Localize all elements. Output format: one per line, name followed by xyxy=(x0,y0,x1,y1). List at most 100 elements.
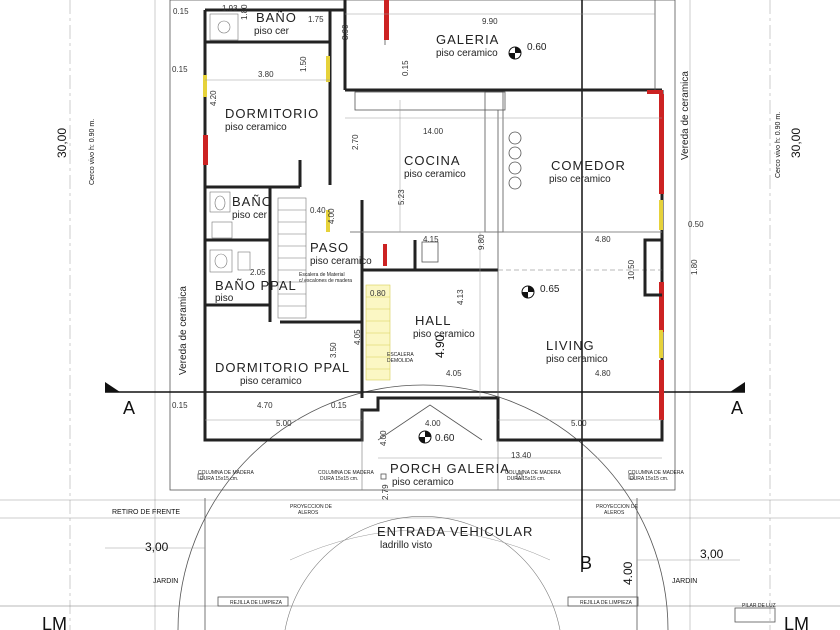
proyeccion-left-2: ALEROS xyxy=(298,510,319,516)
dim: 1.50 xyxy=(299,56,308,72)
columna-2a: COLUMNA DE MADERA xyxy=(318,470,375,476)
dim: 2.05 xyxy=(250,268,266,277)
dim: 0.15 xyxy=(172,65,188,74)
room-porch-name: PORCH GALERIA xyxy=(390,461,510,476)
bay-window xyxy=(643,238,662,297)
exterior-walls xyxy=(203,0,664,442)
rejilla-right-box xyxy=(567,596,639,607)
dim: 1.80 xyxy=(690,259,699,275)
dim: 2.70 xyxy=(351,134,360,150)
dim: 2.79 xyxy=(381,484,390,500)
room-cocina-name: COCINA xyxy=(404,153,461,168)
dim: 4.00 xyxy=(327,208,336,224)
dim: 4.90 xyxy=(433,334,447,358)
vereda-right: Vereda de ceramica xyxy=(680,71,691,160)
dim: 4.00 xyxy=(379,430,388,446)
retiro-label: RETIRO DE FRENTE xyxy=(112,509,180,516)
dim: 0.15 xyxy=(172,401,188,410)
room-dormitorio-ppal-name: DORMITORIO PPAL xyxy=(215,360,350,375)
dimension-lines xyxy=(105,13,740,561)
room-hall-floor: piso ceramico xyxy=(413,329,475,340)
dim: 5.23 xyxy=(397,189,406,205)
room-comedor-floor: piso ceramico xyxy=(549,174,611,185)
dim: 4.80 xyxy=(595,235,611,244)
section-b: B xyxy=(580,553,592,573)
cerco-left: Cerco vivo h: 0.90 m. xyxy=(89,119,96,185)
room-living-name: LIVING xyxy=(546,338,595,353)
stairs xyxy=(277,197,391,381)
room-bano-mid-name: BAÑO xyxy=(232,194,273,209)
dim: 3.90 xyxy=(341,24,350,40)
vereda-left: Vereda de ceramica xyxy=(178,286,189,375)
jardin-right: JARDIN xyxy=(672,578,697,585)
escalera-demolida-1: ESCALERA xyxy=(387,352,414,358)
dim: 5.00 xyxy=(276,419,292,428)
room-bano-mid-floor: piso cer xyxy=(232,210,268,221)
dim: 0.50 xyxy=(688,220,704,229)
dim: 10.50 xyxy=(627,259,636,280)
section-a-right-arrow xyxy=(730,382,745,392)
room-bano-ppal-name: BAÑO PPAL xyxy=(215,278,297,293)
dim: 9.90 xyxy=(482,17,498,26)
bathroom-fixtures xyxy=(209,13,251,273)
dim: 4.00 xyxy=(425,419,441,428)
dim: 0.40 xyxy=(310,206,326,215)
level-porch: 0.60 xyxy=(435,433,455,444)
window-marks xyxy=(203,0,664,420)
room-bano-ppal-floor: piso xyxy=(215,293,234,304)
room-porch-floor: piso ceramico xyxy=(392,477,454,488)
dim: 4.05 xyxy=(353,329,362,345)
columna-1a: COLUMNA DE MADERA xyxy=(198,470,255,476)
dim: 13.40 xyxy=(511,451,532,460)
columna-2b: DURA 15x15 cm. xyxy=(320,476,358,482)
columna-3a: COLUMNA DE MADERA xyxy=(505,470,562,476)
dim: 4.05 xyxy=(446,369,462,378)
proyeccion-right-2: ALEROS xyxy=(604,510,625,516)
retiro-right-dim: 3,00 xyxy=(700,547,724,561)
room-dormitorio-name: DORMITORIO xyxy=(225,106,319,121)
proyeccion-right-1: PROYECCION DE xyxy=(596,504,639,510)
room-hall-name: HALL xyxy=(415,313,452,328)
rejilla-left: REJILLA DE LIMPIEZA xyxy=(230,600,283,606)
lot-depth-left: 30,00 xyxy=(55,128,69,158)
room-dormitorio-floor: piso ceramico xyxy=(225,122,287,133)
room-galeria-floor: piso ceramico xyxy=(436,48,498,59)
room-comedor-name: COMEDOR xyxy=(551,158,626,173)
dim: 4.80 xyxy=(595,369,611,378)
dim: 0.80 xyxy=(370,289,386,298)
dim: 4.70 xyxy=(257,401,273,410)
dim: 0.15 xyxy=(401,60,410,76)
dim: 14.00 xyxy=(423,127,444,136)
columna-1b: DURA 15x15 cm. xyxy=(200,476,238,482)
dim: 0.15 xyxy=(331,401,347,410)
dim: 3.50 xyxy=(329,342,338,358)
porch-roof xyxy=(197,404,635,490)
level-galeria: 0.60 xyxy=(527,42,547,53)
dim: 9.80 xyxy=(477,234,486,250)
room-bano-top-floor: piso cer xyxy=(254,26,290,37)
room-dormitorio-ppal-floor: piso ceramico xyxy=(240,376,302,387)
room-bano-top-name: BAÑO xyxy=(256,10,297,25)
escalera-demolida-2: DEMOLIDA xyxy=(387,358,414,364)
rejilla-right: REJILLA DE LIMPIEZA xyxy=(580,600,633,606)
dim: 4.13 xyxy=(456,289,465,305)
dim: 3.80 xyxy=(258,70,274,79)
lm-right: LM xyxy=(784,614,809,630)
lm-left: LM xyxy=(42,614,67,630)
room-living-floor: piso ceramico xyxy=(546,354,608,365)
level-living: 0.65 xyxy=(540,284,560,295)
dim: 1.75 xyxy=(308,15,324,24)
section-a-left-arrow xyxy=(105,382,120,392)
dim: 4.20 xyxy=(209,90,218,106)
dim: 4.00 xyxy=(621,561,635,585)
dim: 4.15 xyxy=(423,235,439,244)
lot-depth-right: 30,00 xyxy=(789,128,803,158)
dim: 5.00 xyxy=(571,419,587,428)
room-entrada-name: ENTRADA VEHICULAR xyxy=(377,524,533,539)
dim: 1.80 xyxy=(240,4,249,20)
level-marker-galeria xyxy=(508,46,522,60)
escalones-madera: c/ escalones de madera xyxy=(299,278,352,284)
window-marks-yellow xyxy=(203,56,663,358)
